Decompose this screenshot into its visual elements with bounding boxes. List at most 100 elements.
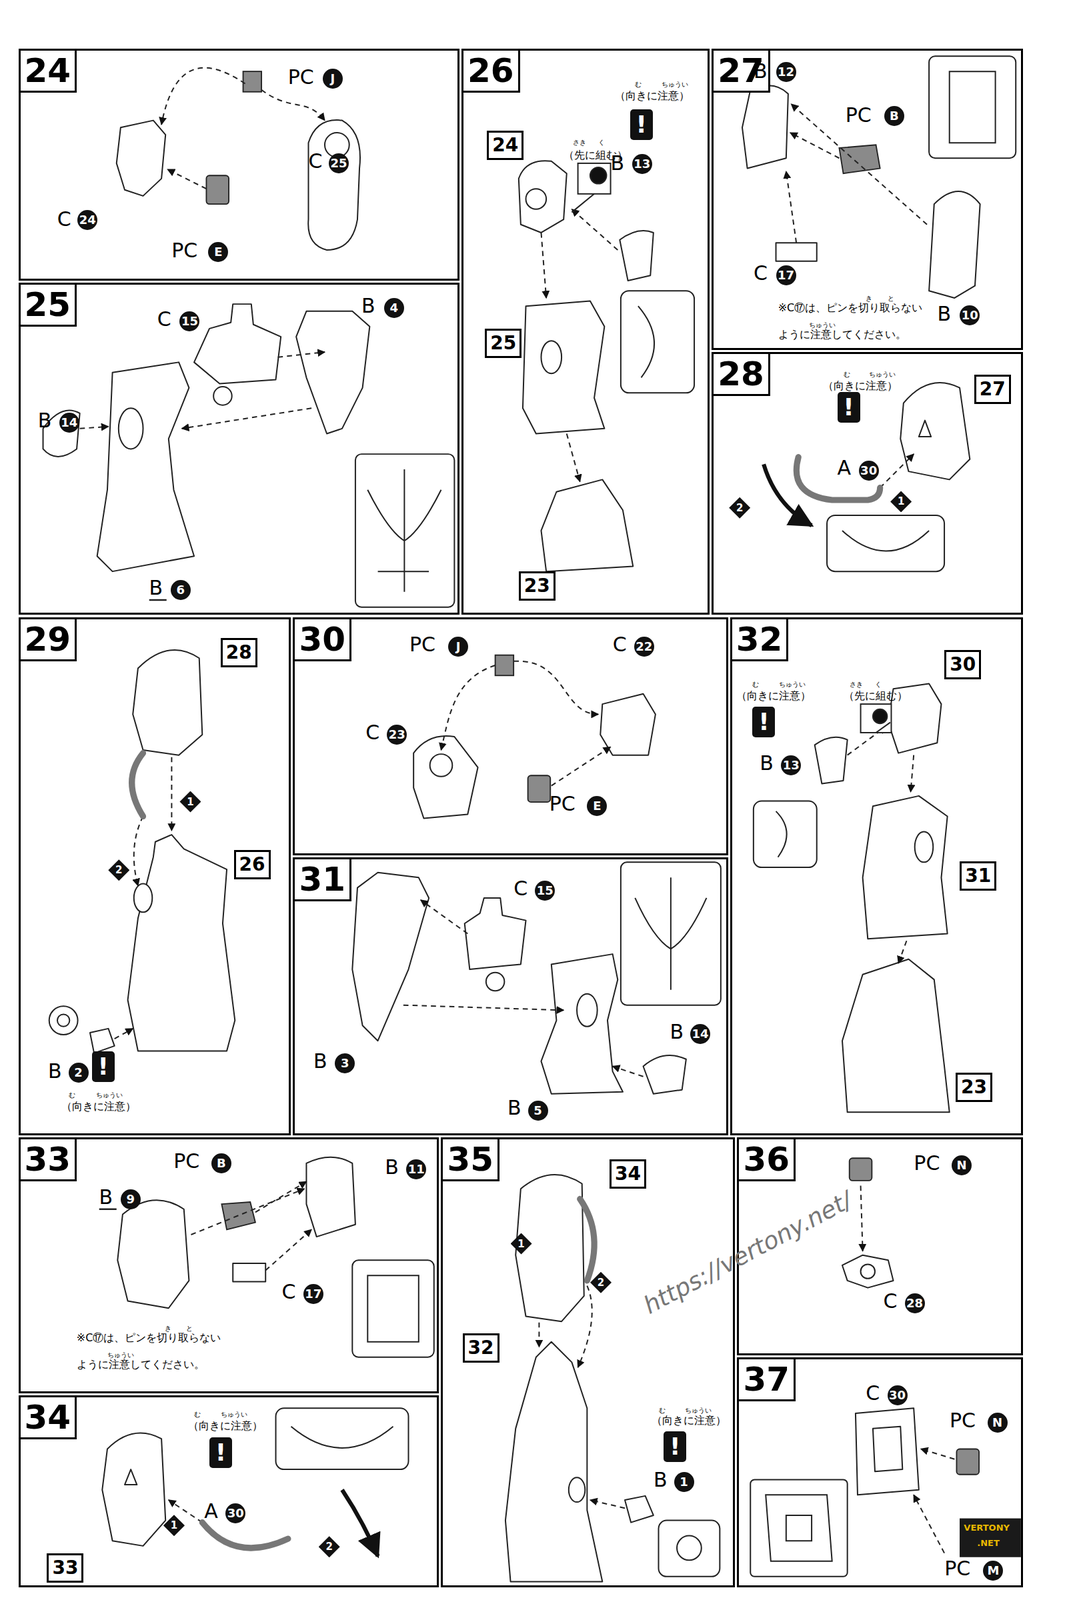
illustration-line xyxy=(102,1433,166,1547)
illustration-line xyxy=(742,85,789,169)
part-number: J xyxy=(322,68,343,89)
illustration-line xyxy=(352,1260,434,1358)
illustration-line xyxy=(117,1200,189,1309)
illustration-line xyxy=(306,1157,355,1238)
illustration-line xyxy=(619,230,654,281)
reference-number: 26 xyxy=(236,852,269,878)
illustration-line xyxy=(918,420,931,437)
caution-note: （向きに注意） xyxy=(736,690,811,703)
illustration-line xyxy=(290,1427,393,1449)
illustration-line xyxy=(134,816,144,886)
part-number: 14 xyxy=(59,412,80,433)
part-number: 5 xyxy=(528,1101,549,1122)
illustration-line xyxy=(440,665,495,751)
illustration-line xyxy=(118,408,144,449)
reference-number: 31 xyxy=(961,863,995,889)
part-letter: B xyxy=(361,296,376,317)
illustration-line xyxy=(860,1264,875,1279)
furigana: ちゅうい xyxy=(684,1407,712,1416)
caution-mark: ! xyxy=(837,392,861,423)
illustration-line xyxy=(949,71,996,143)
illustration-line xyxy=(872,1427,903,1472)
illustration-line xyxy=(413,736,478,819)
part-letter: B xyxy=(149,578,164,599)
illustration-line xyxy=(540,954,623,1095)
reference-number: 23 xyxy=(957,1075,991,1101)
illustration-line xyxy=(959,1519,1021,1558)
illustration-line xyxy=(914,831,934,863)
furigana: く xyxy=(874,680,882,689)
step-marker: 2 xyxy=(590,1272,612,1294)
watermark: https://vertony.net/ xyxy=(638,1187,857,1320)
illustration-line xyxy=(928,56,1016,159)
caution-note: （向きに注意） xyxy=(188,1420,263,1433)
part-letter: C xyxy=(157,309,172,330)
part-letter: C xyxy=(753,263,768,284)
illustration-line xyxy=(910,755,915,793)
part-number: 3 xyxy=(334,1053,355,1074)
illustration-line xyxy=(128,834,236,1051)
illustration-line xyxy=(753,801,817,868)
illustration-line xyxy=(134,884,153,913)
part-letter: PC xyxy=(173,1151,200,1172)
step-panel: 26242523 xyxy=(461,48,710,615)
part-number: 13 xyxy=(780,755,801,776)
part-number: 22 xyxy=(634,636,655,657)
illustration-line xyxy=(580,1199,595,1281)
illustration-line xyxy=(505,1342,603,1583)
part-letter: C xyxy=(882,1291,897,1312)
illustration-line xyxy=(80,426,109,429)
caution-mark: ! xyxy=(752,706,775,738)
part-letter: A xyxy=(204,1501,219,1522)
part-number: J xyxy=(448,636,469,657)
furigana: む xyxy=(194,1411,201,1420)
caution-mark: ! xyxy=(209,1437,233,1469)
part-number: 25 xyxy=(328,153,349,174)
illustration-line xyxy=(765,1495,832,1562)
illustration-line xyxy=(513,661,599,715)
caution-note: （向きに注意） xyxy=(61,1101,137,1114)
illustration-line xyxy=(578,1286,593,1368)
furigana: ちゅうい xyxy=(778,680,806,689)
reference-number: 30 xyxy=(946,652,979,678)
reference-number: 28 xyxy=(222,640,256,666)
illustration-line xyxy=(278,352,325,358)
part-number: 30 xyxy=(887,1385,908,1406)
part-number: B xyxy=(211,1153,232,1174)
illustration-line xyxy=(114,1028,134,1039)
part-letter: B xyxy=(753,61,768,82)
illustration-line xyxy=(170,757,173,831)
part-number: M xyxy=(982,1561,1003,1582)
illustration-line xyxy=(900,382,970,480)
part-number: 17 xyxy=(303,1284,324,1305)
step-number: 30 xyxy=(294,619,352,662)
step-panel: 353432 xyxy=(440,1137,735,1588)
illustration-line xyxy=(495,655,515,677)
note-text: ※C⑰は、ピンを切り取らないように注意してください。 xyxy=(76,1325,228,1379)
illustration-line xyxy=(842,1255,894,1289)
reference-box: 30 xyxy=(944,650,981,680)
illustration-line xyxy=(265,1229,312,1271)
caution-note: （向きに注意） xyxy=(614,90,690,103)
illustration-line xyxy=(540,479,633,572)
illustration-line xyxy=(855,1408,919,1496)
step-number: 31 xyxy=(294,859,352,902)
step-panel: 31 xyxy=(292,857,728,1136)
part-number: 12 xyxy=(776,62,797,83)
illustration-line xyxy=(124,1469,137,1486)
furigana: む xyxy=(658,1407,666,1416)
illustration-line xyxy=(676,1536,702,1562)
part-letter: B xyxy=(507,1098,522,1119)
illustration-line xyxy=(80,68,955,1554)
part-number: 30 xyxy=(225,1503,246,1524)
part-number: B xyxy=(884,106,905,127)
illustration-line xyxy=(842,959,950,1114)
reference-box: 31 xyxy=(959,861,997,891)
illustration-line xyxy=(880,454,915,489)
reference-number: 24 xyxy=(488,132,522,159)
illustration-line xyxy=(876,722,891,733)
illustration-line xyxy=(522,301,605,435)
illustration-line xyxy=(956,1449,979,1475)
illustration-line xyxy=(540,232,547,299)
part-number: 1 xyxy=(674,1472,695,1493)
